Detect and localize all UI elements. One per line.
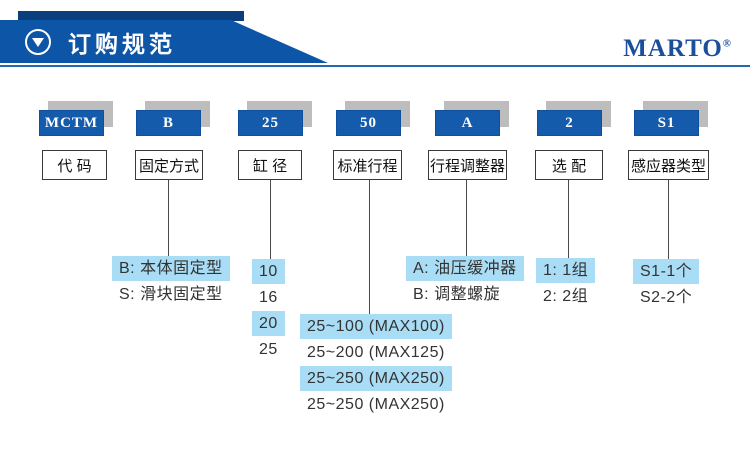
option-stroke-max250: 25~250 (MAX250) (300, 366, 452, 391)
connector-line-mounting (168, 180, 169, 257)
option-adjuster-b: B: 调整螺旋 (413, 286, 501, 303)
option-stroke-max125: 25~200 (MAX125) (307, 344, 445, 361)
header-underline (0, 65, 750, 67)
field-label-adjuster: 行程调整器 (428, 150, 507, 180)
options-list-bore: 10 16 20 25 (252, 259, 285, 363)
down-triangle-icon (25, 28, 51, 55)
code-box-model: MCTM (39, 110, 104, 136)
field-label-mounting: 固定方式 (135, 150, 203, 180)
code-box-stroke: 50 (336, 110, 401, 136)
header-accent-strip (18, 11, 244, 21)
connector-line-stroke (369, 180, 370, 315)
option-mounting-b: B: 本体固定型 (112, 256, 230, 281)
option-bore-20: 20 (252, 311, 285, 336)
option-bore-16: 16 (259, 289, 278, 306)
option-stroke-max250-2: 25~250 (MAX250) (307, 396, 445, 413)
field-label-sensor: 感应器类型 (628, 150, 709, 180)
options-list-adjuster: A: 油压缓冲器 B: 调整螺旋 (406, 256, 524, 308)
field-label-code: 代 码 (42, 150, 107, 180)
registered-trademark-icon: ® (722, 37, 732, 50)
options-list-stroke: 25~100 (MAX100) 25~200 (MAX125) 25~250 (… (300, 314, 452, 418)
brand-logo: MARTO® (623, 35, 732, 63)
option-mounting-s: S: 滑块固定型 (119, 286, 223, 303)
field-label-stroke: 标准行程 (333, 150, 402, 180)
option-adjuster-a: A: 油压缓冲器 (406, 256, 524, 281)
option-sensor-s1: S1-1个 (633, 259, 700, 284)
code-box-optional: 2 (537, 110, 602, 136)
option-optional-1: 1: 1组 (536, 258, 596, 283)
code-box-adjuster: A (435, 110, 500, 136)
field-label-optional: 选 配 (535, 150, 603, 180)
option-bore-10: 10 (252, 259, 285, 284)
code-box-bore: 25 (238, 110, 303, 136)
options-list-optional: 1: 1组 2: 2组 (536, 258, 596, 310)
option-sensor-s2: S2-2个 (640, 289, 693, 306)
connector-line-optional (568, 180, 569, 259)
field-label-bore: 缸 径 (238, 150, 302, 180)
code-box-mounting: B (136, 110, 201, 136)
option-optional-2: 2: 2组 (543, 288, 589, 305)
options-list-mounting: B: 本体固定型 S: 滑块固定型 (112, 256, 230, 308)
code-box-sensor: S1 (634, 110, 699, 136)
options-list-sensor: S1-1个 S2-2个 (633, 259, 700, 311)
option-stroke-max100: 25~100 (MAX100) (300, 314, 452, 339)
connector-line-adjuster (466, 180, 467, 257)
connector-line-sensor (668, 180, 669, 261)
brand-logo-text: MARTO (623, 35, 723, 62)
header-banner: 订购规范 (0, 20, 328, 63)
connector-line-bore (270, 180, 271, 260)
page-title: 订购规范 (68, 30, 176, 57)
option-bore-25: 25 (259, 341, 278, 358)
